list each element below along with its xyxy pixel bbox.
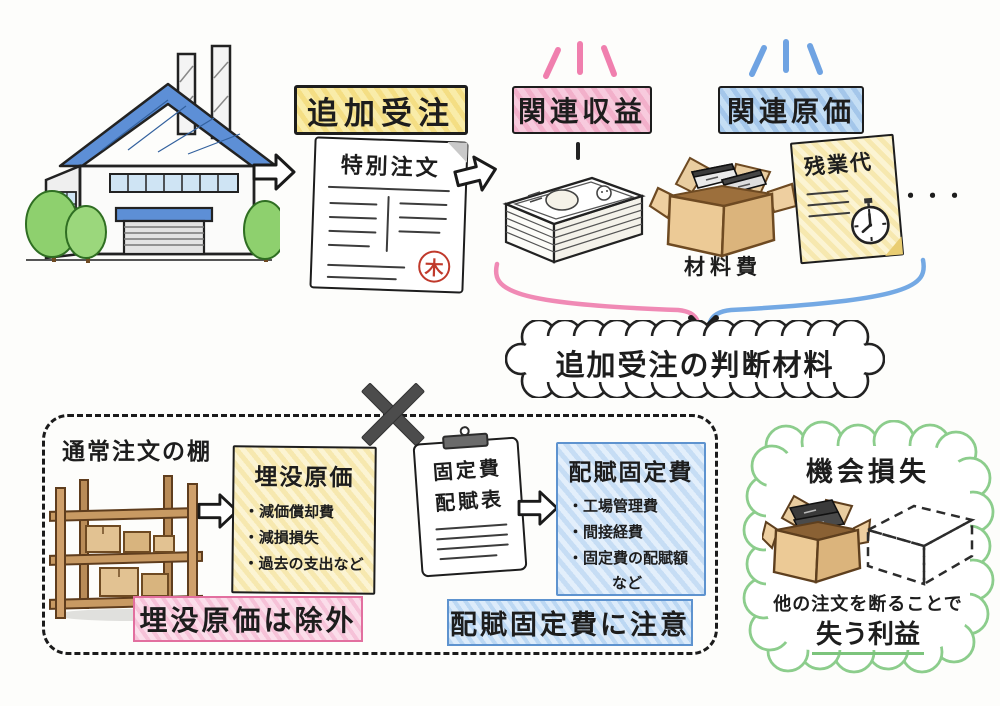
fixed-cost-clipboard: 固定費 配賦表 [412, 425, 528, 578]
related-cost-label: 関連原価 [718, 86, 864, 134]
allocated-cost-item: ・工場管理費 [568, 497, 659, 515]
flow-arrow-3-icon [197, 493, 239, 529]
clipboard-line [436, 543, 509, 551]
cross-mark-icon [352, 379, 434, 451]
shelf-caption: 通常注文の棚 [62, 439, 212, 465]
clipboard-clip [441, 432, 489, 450]
decision-bubble: 追加受注の判断材料 [505, 320, 885, 398]
sunk-cost-item: ・過去の支出など [243, 553, 364, 574]
clipboard-line [435, 523, 508, 531]
decision-bubble-outline [505, 320, 885, 398]
pink-emphasis-rays-icon [543, 41, 617, 79]
sunk-cost-item: ・減損損失 [243, 528, 319, 547]
special-order-document: 特別注文 木 [309, 136, 469, 294]
revenue-connector-tick [576, 142, 580, 160]
allocated-fixed-cost-conclusion-text: 配賦固定費に注意 [450, 610, 690, 641]
clock-icon [851, 197, 890, 245]
opportunity-bubble-outline [742, 420, 995, 674]
factory-illustration [25, 44, 280, 263]
opportunity-caption-line2-wrap: 失う利益 [740, 614, 996, 655]
flow-arrow-1-icon [252, 153, 296, 191]
flow-arrow-4-icon [517, 490, 559, 526]
allocated-fixed-cost-note: 配賦固定費 ・工場管理費 ・間接経費 ・固定費の配賦額 など [556, 442, 706, 596]
allocated-fixed-cost-title: 配賦固定費 [568, 460, 694, 486]
note-line [808, 211, 851, 218]
opportunity-box-illustration [762, 494, 872, 584]
opportunity-caption-line1: 他の注文を断ることで [773, 594, 963, 615]
money-stack-illustration [502, 176, 646, 264]
overtime-label: 残業代 [803, 149, 874, 180]
related-revenue-label-text: 関連収益 [517, 95, 646, 128]
materials-caption: 材料費 [684, 255, 762, 279]
document-form-lines [326, 185, 450, 281]
sunk-cost-title: 埋没原価 [254, 464, 355, 492]
ghost-box-illustration [864, 504, 976, 587]
related-revenue-label: 関連収益 [512, 86, 652, 134]
related-cost-label-text: 関連原価 [726, 95, 855, 128]
allocated-cost-item: ・固定費の配賦額 [568, 548, 689, 567]
overtime-sticky-note: 残業代 [789, 133, 905, 265]
opportunity-loss-bubble: 機会損失 [740, 420, 996, 676]
clipboard-title-line1: 固定費 [432, 455, 503, 485]
sunk-cost-conclusion: 埋没原価は除外 [133, 596, 363, 642]
sunk-cost-item: ・減価償却費 [243, 502, 335, 522]
allocated-cost-item: ・間接経費 [568, 522, 644, 541]
opportunity-title: 機会損失 [806, 457, 930, 488]
sunk-cost-note: 埋没原価 ・減価償却費 ・減損損失 ・過去の支出など [231, 445, 377, 595]
sunk-cost-conclusion-text: 埋没原価は除外 [139, 604, 357, 637]
clipboard-title-line2: 配賦表 [434, 486, 505, 516]
additional-order-label-text: 追加受注 [307, 95, 455, 132]
note-line [807, 200, 850, 207]
document-title: 特別注文 [340, 153, 442, 182]
excluded-items-panel [42, 414, 718, 655]
note-line [806, 189, 849, 196]
allocated-cost-item: など [612, 574, 643, 593]
opportunity-caption-line2: 失う利益 [811, 620, 924, 655]
materials-box-illustration [648, 156, 798, 258]
decision-bubble-text: 追加受注の判断材料 [555, 348, 835, 382]
sunk-cost-list: ・減価償却費 ・減損損失 ・過去の支出など [241, 499, 366, 578]
blue-emphasis-rays-icon [749, 39, 823, 77]
flow-arrow-2-icon [453, 155, 497, 192]
clipboard-line [436, 533, 509, 541]
allocated-fixed-cost-conclusion: 配賦固定費に注意 [447, 599, 693, 646]
allocated-fixed-cost-list: ・工場管理費 ・間接経費 ・固定費の配賦額 など [566, 494, 696, 597]
ellipsis-dots: ・・・ [900, 184, 966, 208]
clipboard-line [439, 554, 498, 561]
additional-order-label: 追加受注 [294, 85, 468, 135]
sticky-fold-corner [883, 236, 904, 256]
